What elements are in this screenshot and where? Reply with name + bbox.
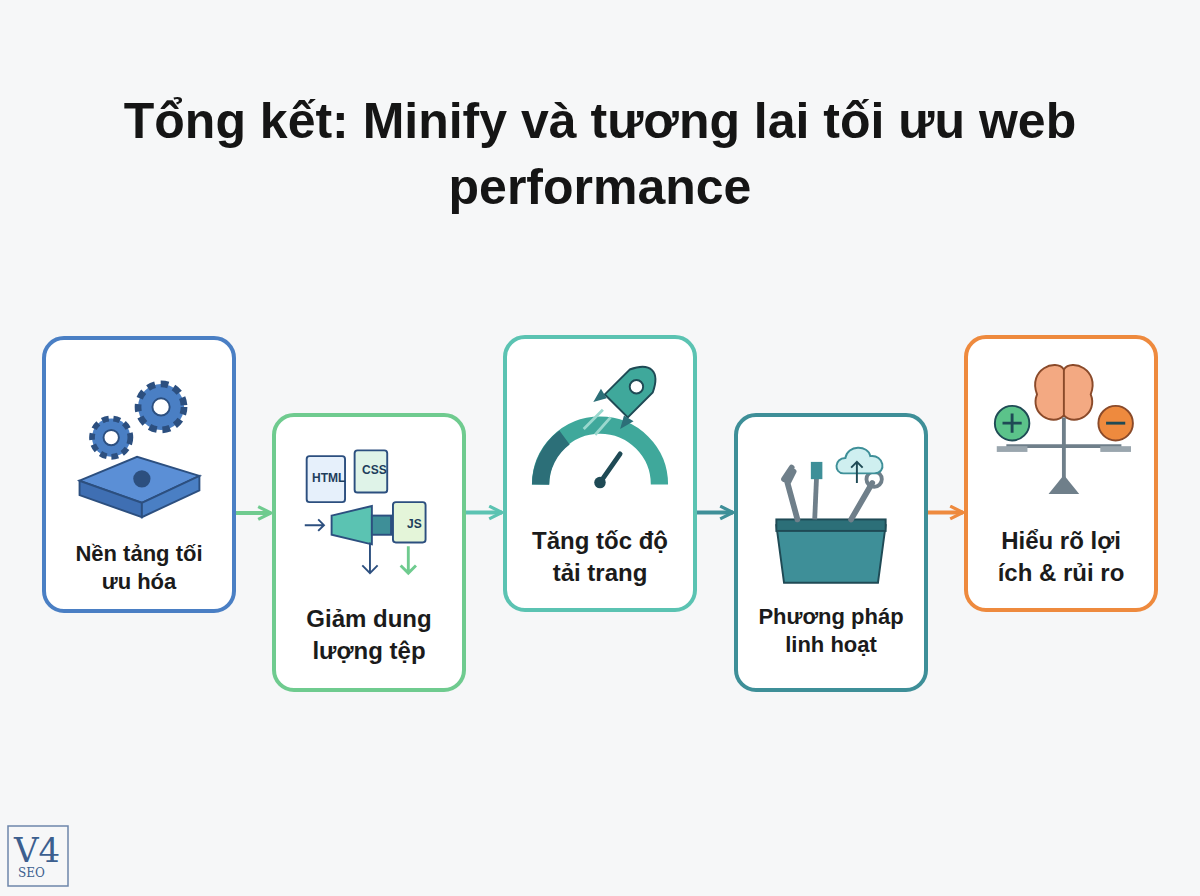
step-box: Nền tảng tối ưu hóa [42, 336, 236, 613]
file-type-label: JS [407, 517, 422, 531]
diagram-title: Tổng kết: Minify và tương lai tối ưu web… [100, 88, 1100, 220]
flow-arrow [466, 511, 502, 515]
step-box: Hiểu rõ lợi ích & rủi ro [964, 335, 1158, 612]
step-label: Giảm dung lượng tệp [290, 603, 448, 667]
step-label: Nền tảng tối ưu hóa [60, 540, 218, 596]
step-label: Tăng tốc độ tải trang [521, 525, 679, 589]
step-label: Phương pháp linh hoạt [752, 603, 910, 659]
file-type-label: CSS [362, 463, 387, 477]
flow-arrow [697, 511, 733, 515]
step-icon [46, 340, 232, 609]
watermark-text: SEO [18, 866, 45, 880]
step-label: Hiểu rõ lợi ích & rủi ro [982, 525, 1140, 589]
flow-arrow [928, 511, 963, 515]
watermark-frame [8, 826, 68, 886]
step-box: Phương pháp linh hoạt [734, 413, 928, 692]
watermark-logo: V4 [14, 830, 60, 870]
step-box: Tăng tốc độ tải trang [503, 335, 697, 612]
step-box: Giảm dung lượng tệp HTML CSS JS [272, 413, 466, 692]
flow-arrow [236, 511, 271, 515]
file-type-label: HTML [312, 471, 345, 485]
